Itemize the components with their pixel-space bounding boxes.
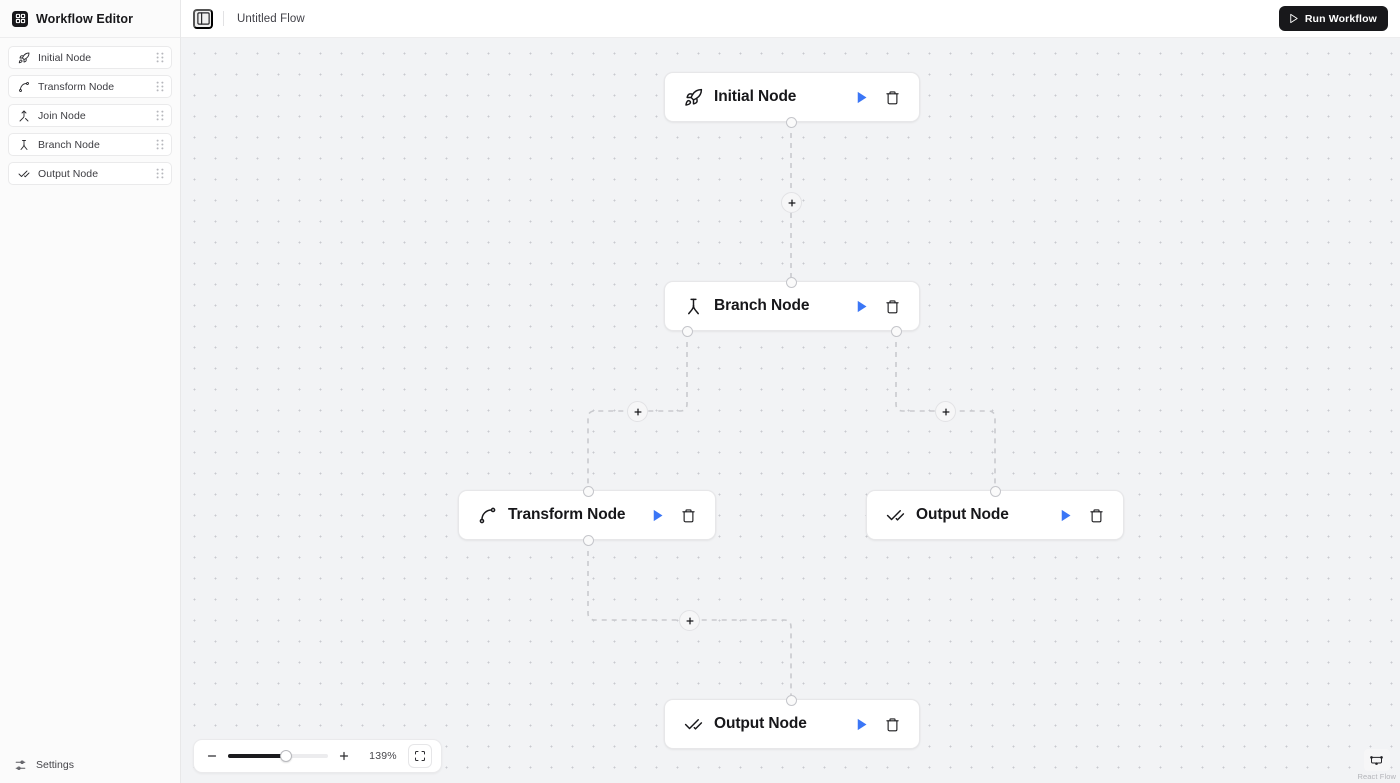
- fit-view-button[interactable]: [408, 744, 432, 768]
- flow-node-title: Transform Node: [508, 506, 626, 523]
- panel-left-icon[interactable]: [193, 8, 213, 29]
- node-actions: [849, 294, 905, 319]
- sliders-icon: [14, 759, 27, 772]
- node-actions: [849, 712, 905, 737]
- rocket-icon: [683, 87, 703, 107]
- split-icon: [17, 138, 30, 151]
- sidebar-header: Workflow Editor: [0, 0, 180, 38]
- palette-item-branch-node[interactable]: Branch Node: [8, 133, 172, 156]
- flow-node-title: Branch Node: [714, 297, 810, 314]
- flow-node-title: Output Node: [916, 506, 1009, 523]
- node-handle-target[interactable]: [990, 486, 1001, 497]
- merge-icon: [17, 109, 30, 122]
- flow-canvas[interactable]: Initial Node: [181, 38, 1400, 783]
- palette-item-join-node[interactable]: Join Node: [8, 104, 172, 127]
- delete-node-button[interactable]: [1084, 503, 1109, 528]
- node-handle-source-right[interactable]: [891, 326, 902, 337]
- node-actions: [849, 85, 905, 110]
- zoom-level-label: 139%: [369, 750, 397, 762]
- flow-title[interactable]: Untitled Flow: [237, 12, 305, 25]
- palette-item-label: Initial Node: [38, 51, 92, 64]
- check-check-icon: [885, 505, 905, 525]
- check-check-icon: [17, 167, 30, 180]
- add-node-on-edge-button[interactable]: [781, 192, 802, 213]
- flow-node-output-2[interactable]: Output Node: [664, 699, 920, 749]
- node-handle-source[interactable]: [583, 535, 594, 546]
- node-handle-source-left[interactable]: [682, 326, 693, 337]
- zoom-slider-thumb[interactable]: [280, 750, 292, 762]
- spline-icon: [477, 505, 497, 525]
- palette-item-label: Join Node: [38, 109, 86, 122]
- edges-layer: [587, 123, 996, 699]
- flow-node-transform[interactable]: Transform Node: [458, 490, 716, 540]
- zoom-slider[interactable]: [228, 749, 328, 763]
- sidebar-settings-label: Settings: [36, 759, 74, 771]
- delete-node-button[interactable]: [880, 85, 905, 110]
- react-flow-logo-icon: [1363, 749, 1390, 771]
- topbar: Untitled Flow Run Workflow: [181, 0, 1400, 38]
- palette-item-transform-node[interactable]: Transform Node: [8, 75, 172, 98]
- drag-handle-icon[interactable]: [155, 110, 164, 121]
- drag-handle-icon[interactable]: [155, 168, 164, 179]
- drag-handle-icon[interactable]: [155, 52, 164, 63]
- run-workflow-label: Run Workflow: [1304, 12, 1377, 25]
- node-palette: Initial Node: [0, 38, 180, 185]
- node-handle-target[interactable]: [786, 277, 797, 288]
- react-flow-attribution-label: React Flow: [1357, 772, 1396, 781]
- add-node-on-edge-button[interactable]: [679, 610, 700, 631]
- flow-node-branch[interactable]: Branch Node: [664, 281, 920, 331]
- sidebar-item-settings[interactable]: Settings: [0, 747, 180, 783]
- play-outline-icon: [1288, 13, 1299, 24]
- add-node-on-edge-button[interactable]: [935, 401, 956, 422]
- delete-node-button[interactable]: [880, 712, 905, 737]
- node-handle-target[interactable]: [786, 695, 797, 706]
- split-icon: [683, 296, 703, 316]
- palette-item-initial-node[interactable]: Initial Node: [8, 46, 172, 69]
- spline-icon: [17, 80, 30, 93]
- topbar-divider: [223, 11, 224, 26]
- run-node-button[interactable]: [849, 85, 874, 110]
- delete-node-button[interactable]: [880, 294, 905, 319]
- node-handle-target[interactable]: [583, 486, 594, 497]
- zoom-controls: 139%: [193, 739, 442, 773]
- check-check-icon: [683, 714, 703, 734]
- palette-item-label: Output Node: [38, 167, 99, 180]
- app-grid-icon: [12, 10, 28, 27]
- node-handle-source[interactable]: [786, 117, 797, 128]
- palette-item-label: Transform Node: [38, 80, 115, 93]
- add-node-on-edge-button[interactable]: [627, 401, 648, 422]
- flow-node-title: Initial Node: [714, 88, 797, 105]
- sidebar: Workflow Editor Initial Node: [0, 0, 181, 783]
- rocket-icon: [17, 51, 30, 64]
- run-workflow-button[interactable]: Run Workflow: [1278, 6, 1388, 31]
- flow-node-initial[interactable]: Initial Node: [664, 72, 920, 122]
- run-node-button[interactable]: [645, 503, 670, 528]
- node-actions: [1053, 503, 1109, 528]
- flow-node-title: Output Node: [714, 715, 807, 732]
- zoom-slider-fill: [228, 754, 286, 758]
- flow-node-output-1[interactable]: Output Node: [866, 490, 1124, 540]
- drag-handle-icon[interactable]: [155, 139, 164, 150]
- run-node-button[interactable]: [1053, 503, 1078, 528]
- palette-item-output-node[interactable]: Output Node: [8, 162, 172, 185]
- node-actions: [645, 503, 701, 528]
- palette-item-label: Branch Node: [38, 138, 100, 151]
- run-node-button[interactable]: [849, 294, 874, 319]
- main-area: Untitled Flow Run Workflow: [181, 0, 1400, 783]
- drag-handle-icon[interactable]: [155, 81, 164, 92]
- app-title: Workflow Editor: [36, 11, 134, 26]
- zoom-in-button[interactable]: [334, 746, 354, 766]
- delete-node-button[interactable]: [676, 503, 701, 528]
- zoom-out-button[interactable]: [202, 746, 222, 766]
- react-flow-attribution[interactable]: React Flow: [1357, 749, 1396, 781]
- run-node-button[interactable]: [849, 712, 874, 737]
